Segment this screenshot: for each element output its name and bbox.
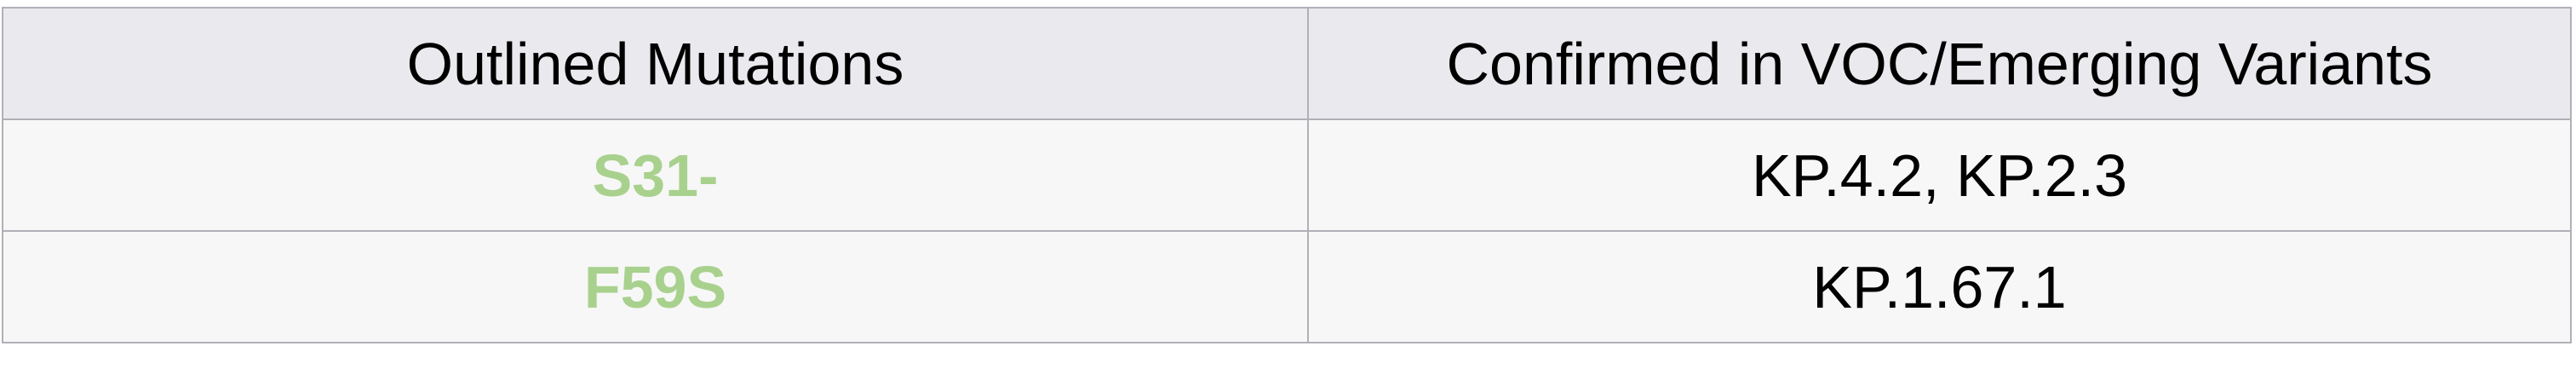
variants-cell: KP.1.67.1: [1307, 230, 2572, 343]
mutation-table: Outlined Mutations Confirmed in VOC/Emer…: [2, 7, 2572, 343]
column-header-confirmed-variants: Confirmed in VOC/Emerging Variants: [1307, 7, 2572, 120]
mutation-table-container: Outlined Mutations Confirmed in VOC/Emer…: [2, 7, 2572, 343]
column-header-outlined-mutations: Outlined Mutations: [2, 7, 1309, 120]
table-row: F59S KP.1.67.1: [2, 230, 2572, 343]
variants-cell: KP.4.2, KP.2.3: [1307, 118, 2572, 232]
table-row: S31- KP.4.2, KP.2.3: [2, 118, 2572, 232]
mutation-cell: F59S: [2, 230, 1309, 343]
table-header-row: Outlined Mutations Confirmed in VOC/Emer…: [2, 7, 2572, 120]
mutation-cell: S31-: [2, 118, 1309, 232]
